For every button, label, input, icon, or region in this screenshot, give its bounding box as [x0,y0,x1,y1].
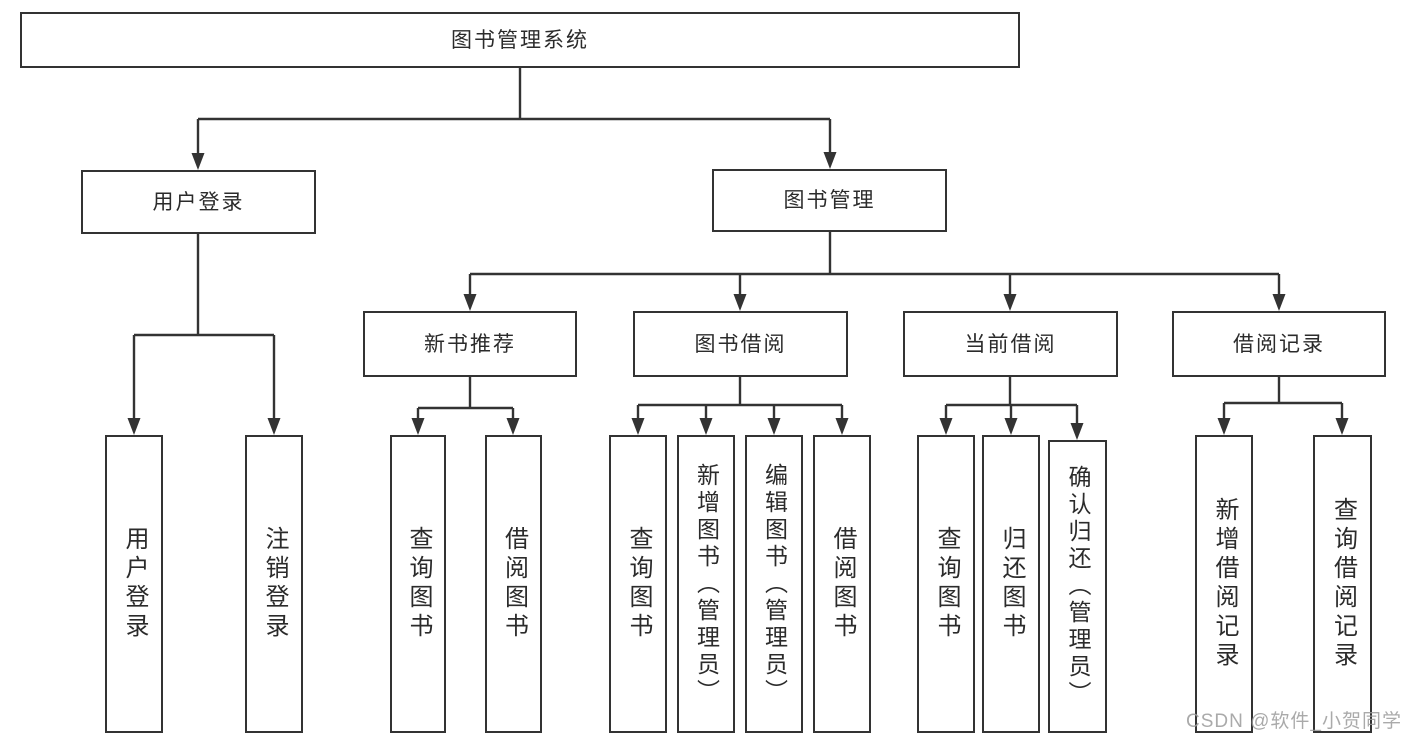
node-label: 查询图书 [625,526,652,642]
node-label: 新增借阅记录 [1211,497,1238,671]
arrowhead [1003,294,1017,311]
node-leaf-add-book-admin: 新增图书（管理员） [677,435,735,733]
arrowhead [767,418,781,435]
node-label: 借阅图书 [829,526,856,642]
node-label: 借阅记录 [1233,332,1325,356]
node-leaf-add-borrow-record: 新增借阅记录 [1195,435,1253,733]
connector-root-branch [196,68,832,156]
arrowheads [127,152,1349,440]
node-leaf-query-book-1: 查询图书 [390,435,446,733]
arrowhead [127,418,141,435]
node-leaf-query-book-3: 查询图书 [917,435,975,733]
node-label: 当前借阅 [964,332,1057,356]
node-label: 用户登录 [152,190,245,214]
arrowhead [823,152,837,169]
arrowhead [733,294,747,311]
arrowhead [506,418,520,435]
node-label: 新增图书（管理员） [693,462,720,706]
node-label: 用户登录 [121,526,148,642]
node-borrowing-records: 借阅记录 [1172,311,1386,377]
arrowhead [267,418,281,435]
connector-current-borrow-branch [944,377,1079,426]
node-leaf-return-book: 归还图书 [982,435,1040,733]
arrowhead [631,418,645,435]
node-label: 查询图书 [405,526,432,642]
connector-borrow-record-branch [1222,377,1344,421]
node-label: 图书管理系统 [451,28,589,52]
arrowhead [1217,418,1231,435]
connector-new-book-branch [416,377,515,421]
node-label: 编辑图书（管理员） [761,462,788,706]
node-label: 查询图书 [933,526,960,642]
node-user-login: 用户登录 [81,170,316,234]
arrowhead [1272,294,1286,311]
node-leaf-query-borrow-record: 查询借阅记录 [1313,435,1372,733]
node-leaf-query-book-2: 查询图书 [609,435,667,733]
arrowhead [939,418,953,435]
node-leaf-logout: 注销登录 [245,435,303,733]
arrowhead [1335,418,1349,435]
connector-user-login-branch [132,234,276,421]
arrowhead [1070,423,1084,440]
node-leaf-borrow-book-1: 借阅图书 [485,435,542,733]
node-leaf-edit-book-admin: 编辑图书（管理员） [745,435,803,733]
node-label: 确认归还（管理员） [1065,465,1091,708]
node-label: 查询借阅记录 [1329,497,1357,671]
arrowhead [835,418,849,435]
arrowhead [463,294,477,311]
arrowhead [1004,418,1018,435]
connector-book-borrow-branch [636,377,844,421]
node-current-borrowing: 当前借阅 [903,311,1118,377]
node-leaf-borrow-book-2: 借阅图书 [813,435,871,733]
node-label: 注销登录 [261,526,288,642]
arrowhead [191,153,205,170]
node-leaf-user-login: 用户登录 [105,435,163,733]
node-label: 图书借阅 [694,332,787,356]
node-new-book-recommendation: 新书推荐 [363,311,577,377]
node-label: 新书推荐 [424,332,516,356]
node-label: 归还图书 [998,526,1025,642]
node-library-management-system: 图书管理系统 [20,12,1020,68]
node-label: 借阅图书 [500,526,528,642]
arrowhead [411,418,425,435]
node-book-borrowing: 图书借阅 [633,311,848,377]
node-book-management: 图书管理 [712,169,947,232]
connector-book-management-branch [468,232,1281,297]
node-label: 图书管理 [783,189,876,212]
csdn-watermark: CSDN @软件_小贺同学 [1186,711,1402,732]
arrowhead [699,418,713,435]
node-leaf-confirm-return-admin: 确认归还（管理员） [1048,440,1107,733]
